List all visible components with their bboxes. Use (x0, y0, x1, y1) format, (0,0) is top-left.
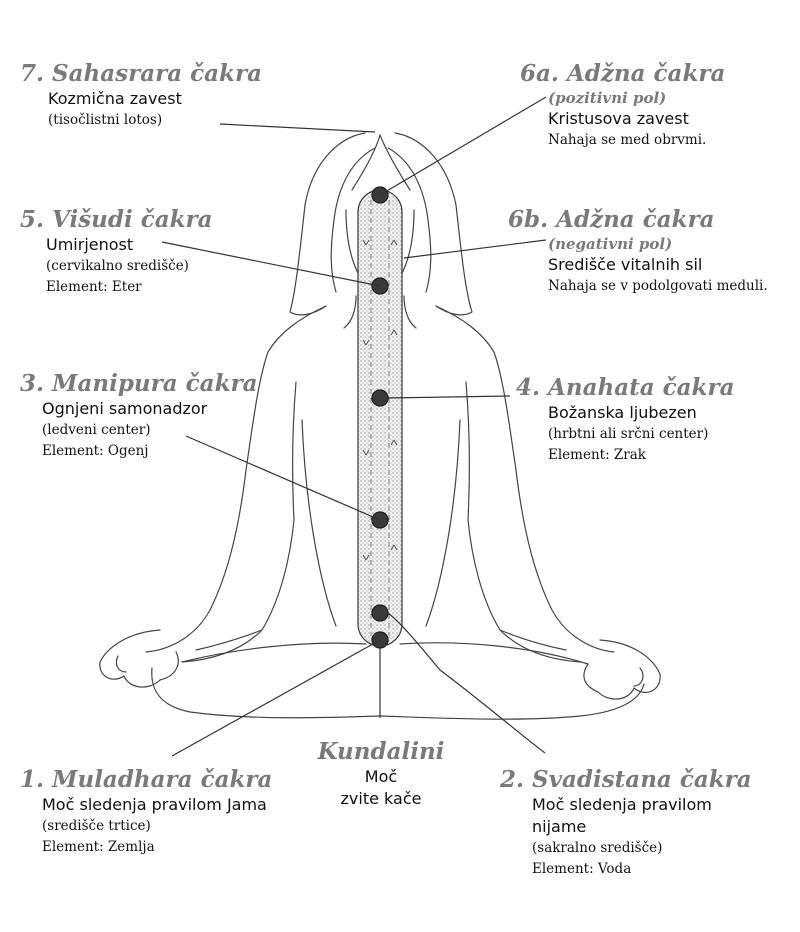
neck (343, 295, 417, 329)
note-cervikalno: (cervikalno središče) (46, 258, 189, 274)
spine-channel (357, 189, 403, 647)
label-adzna-neg: 6b. Adžna čakra (negativni pol) Središče… (508, 206, 768, 297)
pole-pozitivni: (pozitivni pol) (548, 89, 667, 107)
title-sahasrara: 7. Sahasrara čakra (20, 60, 263, 87)
title-kundalini: Kundalini (317, 738, 445, 765)
note-element-eter: Element: Eter (46, 279, 142, 295)
title-visudi: 5. Višudi čakra (20, 206, 213, 233)
text-moc: Moč (364, 767, 398, 786)
title-muladhara: 1. Muladhara čakra (20, 766, 273, 793)
sushumna-channel (357, 189, 403, 647)
title-manipura: 3. Manipura čakra (20, 370, 258, 397)
note-element-zemlja: Element: Zemlja (42, 839, 155, 855)
note-podolgovati-meduli: Nahaja se v podolgovati meduli. (548, 278, 768, 294)
label-sahasrara: 7. Sahasrara čakra Kozmična zavest (tiso… (20, 60, 262, 131)
title-svadistana: 2. Svadistana čakra (500, 766, 752, 793)
title-anahata: 4. Anahata čakra (516, 374, 735, 401)
label-muladhara: 1. Muladhara čakra Moč sledenja pravilom… (20, 766, 272, 858)
note-element-zrak: Element: Zrak (548, 447, 646, 463)
text-sredisce-vitalnih-sil: Središče vitalnih sil (548, 255, 703, 274)
label-anahata: 4. Anahata čakra Božanska ljubezen (hrbt… (516, 374, 735, 466)
leader-1 (171, 639, 381, 757)
flow-arrows (362, 239, 398, 561)
pole-negativni: (negativni pol) (548, 235, 673, 253)
text-bozanska-ljubezen: Božanska ljubezen (548, 403, 697, 422)
torso-right (425, 419, 461, 627)
hair-parting (351, 134, 411, 191)
note-ledveni-center: (ledveni center) (42, 422, 151, 438)
leader-6a (379, 96, 547, 196)
note-element-voda: Element: Voda (532, 861, 632, 877)
leader-7 (219, 123, 376, 133)
node-4 (371, 389, 389, 407)
node-2 (371, 604, 389, 622)
leader-lines (161, 96, 547, 757)
knee-fold-left (195, 629, 263, 651)
left-hand (99, 629, 179, 688)
legs-inner-left (181, 642, 367, 663)
right-arm (435, 305, 615, 653)
note-sredisce-trtice: (središče trtice) (42, 818, 151, 834)
text-kozmicna-zavest: Kozmična zavest (48, 89, 182, 108)
torso-left (301, 419, 337, 627)
note-hrbtni-srcni: (hrbtni ali srčni center) (548, 426, 709, 442)
leader-2 (387, 612, 546, 754)
note-sakralno-sredisce: (sakralno središče) (532, 840, 663, 856)
label-adzna-pos: 6a. Adžna čakra (pozitivni pol) Kristuso… (520, 60, 725, 151)
note-element-ogenj: Element: Ogenj (42, 443, 149, 459)
title-adzna-pos: 6a. Adžna čakra (520, 60, 726, 87)
leader-6b (403, 239, 547, 259)
text-zvite-kace: zvite kače (340, 789, 422, 808)
knee-fold-right (499, 629, 567, 651)
label-svadistana: 2. Svadistana čakra Moč sledenja pravilo… (500, 766, 762, 880)
text-moc-nijame: Moč sledenja pravilom nijame (532, 795, 712, 836)
text-ognjeni-samonadzor: Ognjeni samonadzor (42, 399, 208, 418)
text-moc-jama: Moč sledenja pravilom Jama (42, 795, 267, 814)
title-adzna-neg: 6b. Adžna čakra (508, 206, 715, 233)
legs-inner-right (399, 642, 589, 665)
text-umirjenost: Umirjenost (46, 235, 134, 254)
left-arm (145, 305, 327, 653)
leader-5 (161, 241, 381, 287)
label-kundalini: Kundalini Moč zvite kače (306, 738, 456, 810)
leader-3 (185, 435, 381, 521)
label-manipura: 3. Manipura čakra Ognjeni samonadzor (le… (20, 370, 258, 462)
hair-inner (330, 147, 432, 293)
hair-outline (289, 132, 473, 316)
leader-4 (387, 395, 511, 399)
legs-outline (151, 667, 645, 720)
note-med-obrvmi: Nahaja se med obrvmi. (548, 132, 707, 148)
note-tisoclistni-lotos: (tisočlistni lotos) (48, 112, 163, 128)
label-visudi: 5. Višudi čakra Umirjenost (cervikalno s… (20, 206, 213, 298)
text-kristusova-zavest: Kristusova zavest (548, 109, 689, 128)
figure-outline (99, 132, 661, 720)
right-hand (583, 639, 661, 700)
right-inner-arm (465, 381, 581, 663)
